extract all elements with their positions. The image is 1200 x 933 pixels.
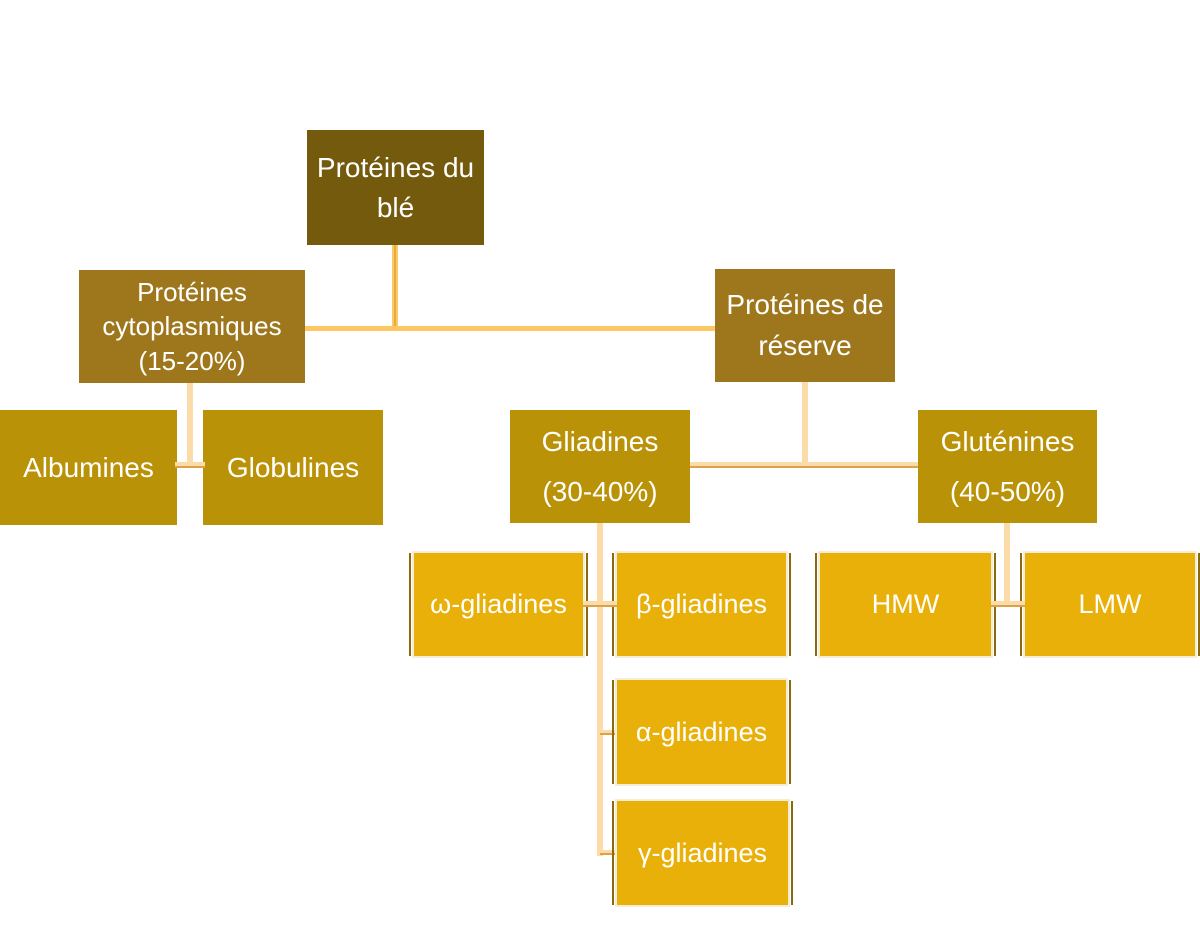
node-proteines-cytoplasmiques: Protéines cytoplasmiques (15-20%) — [79, 270, 305, 383]
connector-alpha-stub — [600, 730, 615, 735]
node-globulines: Globulines — [203, 410, 383, 525]
node-beta-gliadines: β-gliadines — [612, 551, 791, 658]
node-glutenines: Gluténines (40-50%) — [918, 410, 1097, 523]
connector-omega-beta-crossbar — [583, 601, 617, 607]
node-proteines-du-ble-label: Protéines du blé — [316, 152, 475, 223]
connector-gamma-stub — [600, 850, 615, 855]
connector-cytoplasmiques-trunk — [187, 383, 193, 468]
node-gliadines: Gliadines (30-40%) — [510, 410, 690, 523]
node-gliadines-label: Gliadines — [541, 425, 659, 457]
connector-level1-horizontal — [305, 326, 715, 331]
node-globulines-label: Globulines — [226, 451, 360, 483]
node-lmw-label: LMW — [1078, 589, 1142, 619]
node-hmw: HMW — [815, 551, 996, 658]
connector-glutenines-trunk — [1004, 523, 1010, 607]
node-proteines-de-reserve: Protéines de réserve — [715, 269, 895, 382]
node-proteines-de-reserve-label: Protéines de réserve — [726, 288, 884, 361]
node-alpha-gliadines: α-gliadines — [612, 678, 791, 786]
connector-albumines-globulines-crossbar — [175, 462, 205, 468]
node-glutenines-label: Gluténines — [940, 425, 1075, 457]
node-alpha-gliadines-label: α-gliadines — [635, 716, 768, 747]
node-lmw: LMW — [1020, 551, 1200, 658]
node-gamma-gliadines-label: γ-gliadines — [637, 837, 768, 868]
connector-reserve-trunk — [802, 382, 808, 468]
node-omega-gliadines-label: ω-gliadines — [430, 589, 567, 619]
node-proteines-cytoplasmiques-label: Protéines cytoplasmiques (15-20%) — [102, 277, 282, 376]
node-albumines: Albumines — [0, 410, 177, 525]
connector-gliadines-glutenines-horizontal — [690, 462, 918, 468]
connector-hmw-lmw-crossbar — [991, 601, 1025, 607]
node-beta-gliadines-label: β-gliadines — [635, 589, 768, 619]
node-hmw-label: HMW — [871, 589, 940, 619]
node-omega-gliadines: ω-gliadines — [409, 551, 588, 658]
node-albumines-label: Albumines — [23, 451, 154, 483]
connector-root-trunk — [392, 245, 398, 331]
connector-gliadines-trunk — [597, 523, 603, 856]
node-glutenines-percentage: (40-50%) — [949, 475, 1066, 507]
node-proteines-du-ble: Protéines du blé — [307, 130, 484, 245]
node-gamma-gliadines: γ-gliadines — [612, 799, 793, 907]
node-gliadines-percentage: (30-40%) — [542, 475, 658, 507]
